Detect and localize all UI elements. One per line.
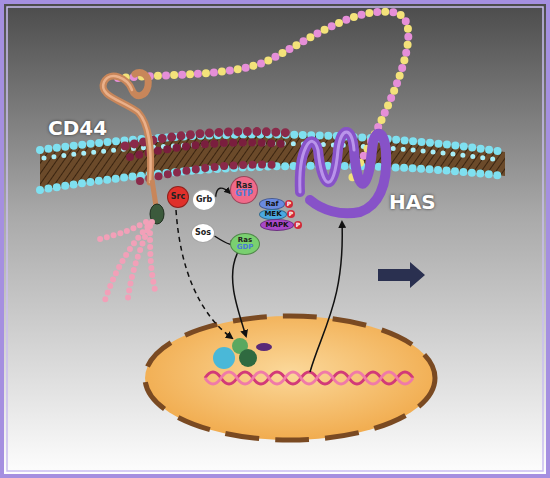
membrane-core	[40, 134, 505, 190]
node-text: Raf	[265, 201, 278, 208]
lipid-heads	[40, 166, 505, 190]
cd44-protein	[103, 76, 151, 182]
transcription-factor	[239, 349, 257, 367]
node-text: Sos	[195, 229, 211, 237]
has-protein	[300, 132, 386, 213]
phospho-mark: P	[287, 210, 295, 218]
phospho-mark: P	[294, 221, 302, 229]
ras-gtp: RasGTP	[230, 176, 258, 204]
transcription-factor	[256, 343, 272, 351]
expression-arrow	[310, 222, 342, 372]
frame-border	[7, 7, 543, 471]
block-arrow	[378, 262, 425, 288]
sos-factor: Sos	[191, 223, 215, 243]
protein-label: CD44	[48, 116, 107, 140]
src-kinase: Src	[167, 186, 189, 208]
node-text: Grb	[196, 196, 212, 204]
glycan-chain	[128, 224, 150, 298]
cd44-protein	[103, 73, 151, 183]
hyaluronan-chain	[118, 12, 408, 178]
node-text: Ras	[238, 237, 252, 244]
node-text: MEK	[264, 211, 281, 218]
mapk-kinase: MAPK	[260, 219, 294, 231]
hyaluronan-chain	[118, 12, 408, 178]
dna-helix	[205, 372, 413, 384]
node-subtext: GDP	[237, 244, 254, 251]
node-subtext: GTP	[235, 190, 253, 198]
dna-helix	[205, 372, 413, 384]
protein-label: HAS	[389, 190, 436, 214]
node-text: Ras	[236, 182, 252, 190]
glycan-chain	[96, 222, 146, 240]
ras-gdp: RasGDP	[230, 233, 260, 255]
lipid-heads	[44, 143, 500, 160]
node-text: Src	[171, 193, 185, 201]
node-text: MAPK	[266, 222, 289, 229]
nucleus	[145, 316, 435, 440]
signal-connector	[216, 188, 231, 197]
signal-arrow	[233, 252, 246, 336]
glycan-chain	[150, 226, 155, 290]
mek-kinase: MEK	[259, 209, 287, 220]
has-protein	[300, 132, 354, 192]
dashed-signal-arrow	[176, 210, 232, 338]
phospho-mark: P	[285, 200, 293, 208]
grb-adaptor: Grb	[192, 189, 216, 211]
cd44-tail	[152, 180, 156, 206]
transcription-factor	[213, 347, 235, 369]
lipid-raft	[140, 165, 280, 181]
